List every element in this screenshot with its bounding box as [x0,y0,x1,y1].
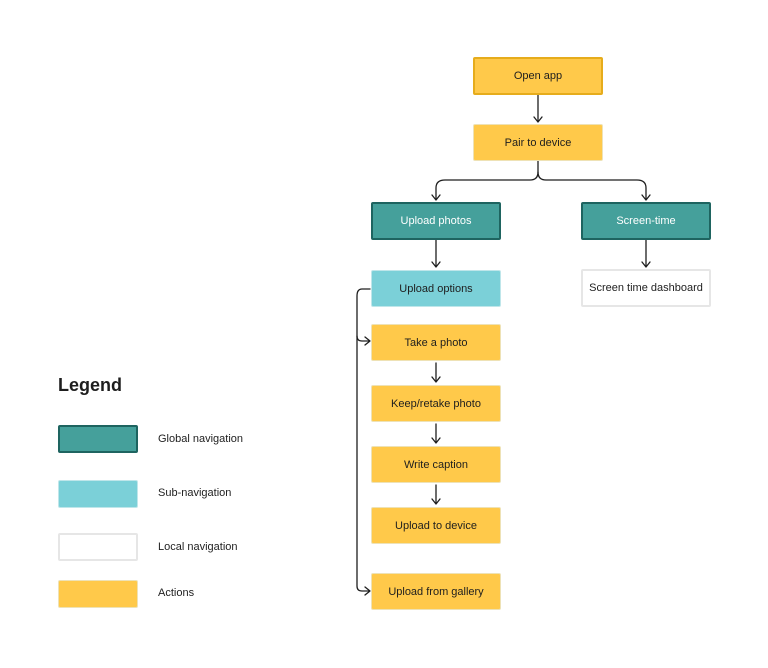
node-upload-photos-label: Upload photos [400,215,472,227]
node-take-a-photo-label: Take a photo [404,336,468,349]
node-upload-to-device: Upload to device [371,507,501,544]
arrowhead-to-upload-device [431,498,441,505]
legend-label-actions: Actions [158,587,195,599]
node-open-app: Open app [473,57,603,95]
arrowhead-open-to-pair [533,116,543,123]
node-screen-time-dashboard: Screen time dashboard [581,269,711,307]
legend-swatch-global-navigation [58,425,138,453]
arrowhead-to-caption [431,437,441,444]
node-pair-to-device: Pair to device [473,124,603,161]
connector-pair-to-screen-time [537,171,647,200]
node-upload-options: Upload options [371,270,501,307]
legend-label-sub-navigation: Sub-navigation [158,487,232,499]
node-screen-time-label: Screen-time [616,215,676,227]
arrowhead-to-keep [431,376,441,383]
node-upload-options-label: Upload options [399,282,473,295]
node-screen-time: Screen-time [581,202,711,240]
node-write-caption: Write caption [371,446,501,483]
node-take-a-photo: Take a photo [371,324,501,361]
arrowhead-to-upload-photos [431,194,441,201]
arrowhead-to-gallery [364,586,371,596]
arrowhead-to-take-photo [364,336,371,346]
legend-label-global-navigation: Global navigation [158,433,244,445]
connector-pair-split [435,159,539,200]
node-upload-from-gallery: Upload from gallery [371,573,501,610]
node-open-app-label: Open app [513,70,563,82]
node-keep-retake-photo: Keep/retake photo [371,385,501,422]
legend-title: Legend [58,375,123,395]
node-keep-retake-photo-label: Keep/retake photo [391,397,481,410]
legend-swatch-local-navigation [58,533,138,561]
node-write-caption-label: Write caption [404,458,468,471]
legend-swatch-actions [58,580,138,608]
arrowhead-to-upload-options [431,261,441,268]
node-pair-to-device-label: Pair to device [504,136,572,149]
node-upload-photos: Upload photos [371,202,501,240]
connector-options-bracket [356,288,371,592]
connector-options-to-take-photo [356,335,370,342]
legend-label-local-navigation: Local navigation [158,541,238,553]
legend-swatch-sub-navigation [58,480,138,508]
arrowhead-to-dashboard [641,261,651,268]
arrowhead-to-screen-time [641,194,651,201]
node-upload-to-device-label: Upload to device [395,519,477,532]
node-upload-from-gallery-label: Upload from gallery [388,585,484,598]
node-screen-time-dashboard-label: Screen time dashboard [589,282,703,294]
